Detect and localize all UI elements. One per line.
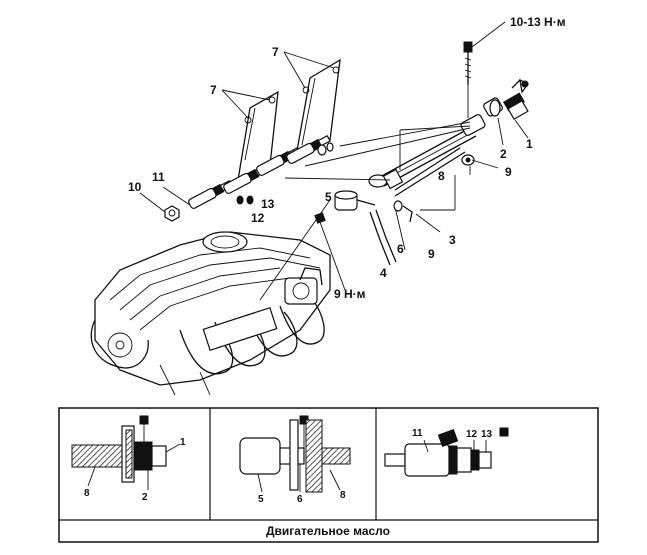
panel2-label-6: 6 [297, 494, 303, 505]
callout-4: 4 [380, 266, 387, 280]
panel2-label-8: 8 [340, 490, 346, 501]
callout-1: 1 [526, 137, 533, 151]
callout-8: 8 [438, 169, 445, 183]
callout-12: 12 [251, 211, 265, 225]
nut-10 [164, 205, 180, 222]
pressure-fitting [461, 78, 529, 166]
callout-10: 10 [128, 180, 142, 194]
callout-5: 5 [325, 190, 332, 204]
fuel-rail [368, 114, 486, 197]
panel3-label-13: 13 [481, 429, 493, 440]
regulator-assembly [314, 190, 441, 291]
torque-label-top: 10-13 Н·м [510, 15, 566, 29]
engine-block [90, 231, 331, 396]
panel3-label-12: 12 [466, 429, 478, 440]
panel3-label-11: 11 [412, 428, 423, 439]
injectors [188, 121, 471, 209]
callout-7a: 7 [210, 83, 217, 97]
panel2-label-5: 5 [258, 494, 264, 505]
callout-7b: 7 [272, 45, 279, 59]
detail-panel-3: 11 12 13 [384, 427, 509, 477]
o-rings [236, 195, 254, 205]
panel1-label-2: 2 [142, 492, 148, 503]
callout-9b: 9 [428, 247, 435, 261]
detail-panel-2: 5 6 8 [239, 415, 351, 505]
callout-13: 13 [261, 197, 275, 211]
callout-3: 3 [449, 233, 456, 247]
detail-panel-1: 1 2 8 [71, 415, 186, 503]
rail-bolt-top [463, 21, 506, 118]
callout-11: 11 [152, 170, 165, 184]
detail-caption: Двигательное масло [266, 524, 390, 538]
callout-9a: 9 [505, 165, 512, 179]
panel1-label-1: 1 [180, 437, 186, 448]
detail-panel [58, 407, 599, 543]
leader-lines [259, 125, 471, 301]
torque-label-bottom: 9 Н·м [334, 287, 366, 301]
callout-6: 6 [397, 242, 404, 256]
panel1-label-8: 8 [84, 488, 90, 499]
callout-2: 2 [500, 147, 507, 161]
